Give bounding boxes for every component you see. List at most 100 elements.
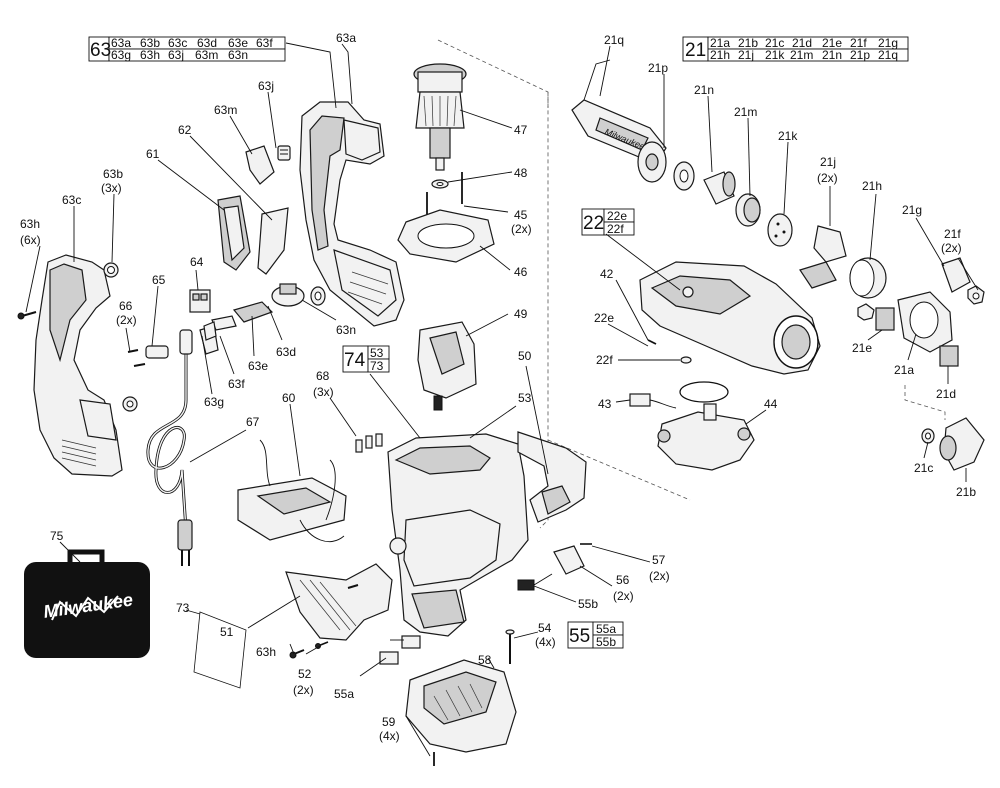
callout-21k: 21k — [778, 129, 798, 143]
callout-51: 51 — [220, 625, 234, 639]
ref-63m: 63m — [195, 48, 218, 62]
callout-43: 43 — [598, 397, 612, 411]
callout-59-qty: (4x) — [379, 729, 400, 743]
callout-61: 61 — [146, 147, 160, 161]
clamp-21a — [897, 291, 953, 353]
ref-21p: 21p — [850, 48, 870, 62]
ref-55a: 55a — [596, 622, 616, 636]
callout-45: 45 — [514, 208, 528, 222]
callout-63a: 63a — [336, 31, 356, 45]
callout-48: 48 — [514, 166, 528, 180]
bottom-cover-58 — [405, 659, 517, 753]
washer-left — [122, 396, 138, 412]
callout-63e: 63e — [248, 359, 268, 373]
screw-63h-top — [17, 311, 37, 320]
bracket-21g — [941, 257, 971, 293]
ref-21n: 21n — [822, 48, 842, 62]
gear-housing-22 — [639, 261, 821, 375]
group-22-number: 22 — [583, 213, 604, 234]
washer-22f — [680, 356, 692, 364]
ref-73: 73 — [370, 359, 384, 373]
callout-49: 49 — [514, 307, 528, 321]
callout-21c: 21c — [914, 461, 933, 475]
ref-21h: 21h — [710, 48, 730, 62]
label-decal-73 — [193, 611, 247, 689]
carrying-case-75: Milwaukee — [24, 549, 150, 658]
callout-54-qty: (4x) — [535, 635, 556, 649]
callout-56: 56 — [616, 573, 630, 587]
callout-44: 44 — [764, 397, 778, 411]
callout-63h-bottom: 63h — [256, 645, 276, 659]
gear-assembly-44 — [657, 403, 755, 471]
field-coil-49 — [417, 321, 477, 411]
spring-63e — [211, 315, 237, 331]
callout-21e: 21e — [852, 341, 872, 355]
group-box-21: 21 21a 21b 21c 21d 21e 21f 21g 21h 21j 2… — [682, 36, 909, 62]
ref-21a: 21a — [710, 36, 730, 50]
group-74-number: 74 — [344, 350, 366, 371]
switch-assembly-60 — [237, 439, 347, 542]
ref-63d: 63d — [197, 36, 217, 50]
group-21-number: 21 — [685, 40, 706, 61]
callout-55b: 55b — [578, 597, 598, 611]
group-21-row1: 21a 21b 21c 21d 21e 21f 21g — [710, 36, 898, 50]
callout-63d: 63d — [276, 345, 296, 359]
block-21e — [857, 303, 895, 331]
callout-63h-top: 63h — [20, 217, 40, 231]
callout-22f: 22f — [596, 353, 613, 367]
callout-57: 57 — [652, 553, 666, 567]
leader-lines — [25, 42, 979, 757]
ref-63a: 63a — [111, 36, 131, 50]
ref-21c: 21c — [765, 36, 784, 50]
callout-63n: 63n — [336, 323, 356, 337]
ref-53: 53 — [370, 346, 384, 360]
callout-55a: 55a — [334, 687, 354, 701]
callout-53: 53 — [518, 391, 532, 405]
washer-63n — [310, 286, 326, 306]
clip-63f — [203, 321, 217, 341]
callout-67: 67 — [246, 415, 260, 429]
callout-21b: 21b — [956, 485, 976, 499]
callout-66-qty: (2x) — [116, 313, 137, 327]
callout-63b-qty: (3x) — [101, 181, 122, 195]
group-box-55: 55 55a 55b — [567, 621, 624, 649]
seal-ring — [679, 381, 729, 403]
callout-21j-qty: (2x) — [817, 171, 838, 185]
callout-47: 47 — [514, 123, 528, 137]
callout-60: 60 — [282, 391, 296, 405]
callout-63g: 63g — [204, 395, 224, 409]
screw-63h-bottom — [289, 649, 305, 659]
group-21-row2: 21h 21j 21k 21m 21n 21p 21q — [710, 48, 898, 62]
screw-near-51 — [347, 584, 359, 589]
group-63-number: 63 — [90, 40, 111, 61]
callout-21f-qty: (2x) — [941, 241, 962, 255]
cord-clamp-65 — [145, 345, 169, 359]
callout-21q: 21q — [604, 33, 624, 47]
ref-21q: 21q — [878, 48, 898, 62]
switch-block-64 — [189, 289, 211, 313]
callout-73: 73 — [176, 601, 190, 615]
ref-21b: 21b — [738, 36, 758, 50]
washer-48 — [431, 179, 449, 189]
cover-plate-51 — [285, 563, 393, 641]
group-55-number: 55 — [569, 626, 590, 647]
group-63-row1: 63a 63b 63c 63d 63e 63f — [111, 36, 273, 50]
screws-66 — [127, 349, 146, 367]
callout-22e: 22e — [594, 311, 614, 325]
callout-64: 64 — [190, 255, 204, 269]
block-21d — [939, 345, 959, 367]
washer-21c — [921, 428, 935, 444]
callout-62: 62 — [178, 123, 192, 137]
callout-66: 66 — [119, 299, 133, 313]
group-box-74: 74 53 73 — [342, 345, 390, 373]
band-21h — [849, 257, 887, 299]
callout-21h: 21h — [862, 179, 882, 193]
spring-21m — [735, 193, 761, 227]
disk-21k — [767, 213, 793, 247]
ref-63c: 63c — [168, 36, 187, 50]
callout-21m: 21m — [734, 105, 757, 119]
callout-68: 68 — [316, 369, 330, 383]
ref-55b: 55b — [596, 635, 616, 649]
gear-63n — [271, 283, 305, 307]
